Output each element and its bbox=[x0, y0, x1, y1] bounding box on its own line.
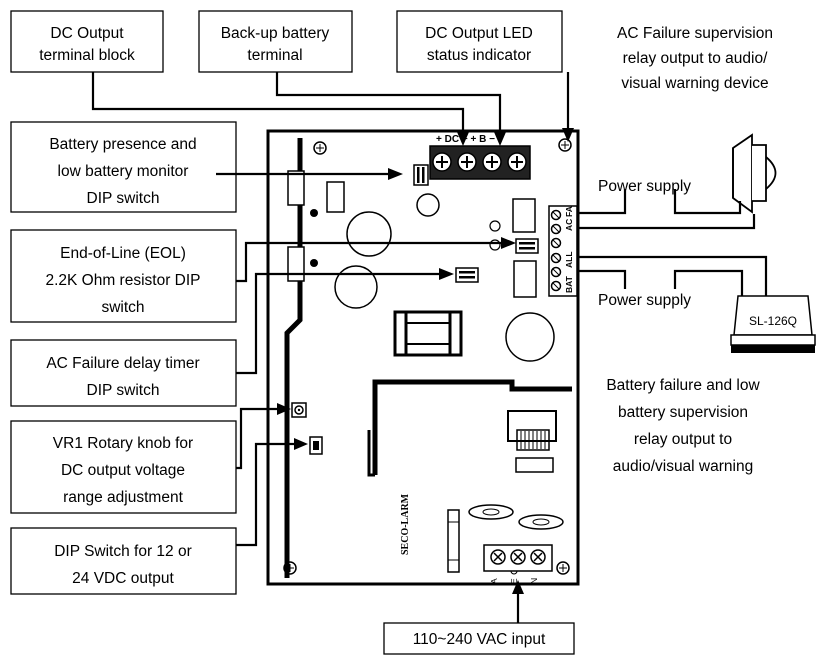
callout-text: DIP Switch for 12 or bbox=[54, 543, 192, 560]
relay-block bbox=[287, 170, 305, 206]
callout-text: visual warning device bbox=[621, 75, 768, 92]
relay-terminal-strip: AC FA BAT ALL bbox=[548, 205, 578, 297]
callout-text: range adjustment bbox=[63, 489, 183, 506]
heat-sink-trace bbox=[284, 138, 303, 578]
resistor-block bbox=[326, 181, 345, 213]
callout-text: Battery presence and bbox=[49, 136, 196, 153]
callout-text: status indicator bbox=[427, 47, 531, 64]
relay-ac bbox=[512, 198, 536, 233]
relay-label-fa: FA bbox=[564, 206, 574, 217]
brand-label: SECO-LARM bbox=[400, 493, 411, 555]
callout-text: terminal block bbox=[39, 47, 135, 64]
mounting-hole bbox=[556, 561, 570, 575]
arrowheads bbox=[277, 128, 574, 594]
ac-terminal-label-n: N bbox=[529, 578, 539, 584]
relay-block bbox=[287, 246, 305, 282]
callout-text: low battery monitor bbox=[58, 163, 189, 180]
eol-dip-switch bbox=[515, 238, 539, 254]
callout-text: terminal bbox=[247, 47, 302, 64]
capacitor bbox=[346, 211, 392, 257]
relay-label-all: ALL bbox=[564, 251, 574, 268]
callout-text: DIP switch bbox=[87, 382, 160, 399]
callout-text: End-of-Line (EOL) bbox=[60, 245, 186, 262]
callout-battery-monitor-dip: Battery presence and low battery monitor… bbox=[10, 121, 237, 213]
callout-text: audio/visual warning bbox=[613, 458, 753, 475]
callout-ac-input: 110~240 VAC input bbox=[383, 622, 575, 655]
callout-dc-led-indicator: DC Output LED status indicator bbox=[396, 10, 563, 73]
power-supply-label-top: Power supply bbox=[598, 178, 691, 195]
relay-label-bat: BAT bbox=[564, 275, 574, 293]
voltage-select-dip-switch bbox=[309, 436, 323, 455]
callout-ac-failure-relay: AC Failure supervision relay output to a… bbox=[617, 25, 773, 92]
callout-text: relay output to audio/ bbox=[623, 50, 768, 67]
battery-monitor-dip-switch bbox=[413, 164, 429, 186]
callout-eol-dip: End-of-Line (EOL) 2.2K Ohm resistor DIP … bbox=[10, 229, 237, 323]
callout-text: DC output voltage bbox=[61, 462, 185, 479]
callout-text: battery supervision bbox=[618, 404, 748, 421]
callout-text: DC Output LED bbox=[425, 25, 533, 42]
callout-text: 2.2K Ohm resistor DIP bbox=[45, 272, 200, 289]
capacitor bbox=[416, 193, 440, 217]
callout-text: AC Failure supervision bbox=[617, 25, 773, 42]
pcb-board: SECO-LARM bbox=[266, 129, 580, 586]
callout-battery-failure-relay: Battery failure and low battery supervis… bbox=[606, 377, 760, 475]
callout-text: relay output to bbox=[634, 431, 732, 448]
strobe-siren-device bbox=[732, 133, 777, 214]
callout-text: switch bbox=[101, 299, 144, 316]
callout-text: Battery failure and low bbox=[606, 377, 760, 394]
callout-dc-output-terminal: DC Output terminal block bbox=[10, 10, 164, 73]
ac-terminal-label-e: E bbox=[509, 578, 519, 584]
transformer bbox=[393, 310, 463, 357]
siren-model-label: SL-126Q bbox=[749, 314, 797, 328]
callout-text: Back-up battery bbox=[221, 25, 330, 42]
sl-126q-siren: SL-126Q bbox=[730, 295, 816, 353]
relay-label-ac: AC bbox=[564, 219, 574, 231]
power-supply-label-bottom: Power supply bbox=[598, 292, 691, 309]
capacitor bbox=[505, 312, 555, 362]
callout-text: 24 VDC output bbox=[72, 570, 174, 587]
callout-vr1-knob: VR1 Rotary knob for DC output voltage ra… bbox=[10, 420, 237, 514]
callout-ac-delay-dip: AC Failure delay timer DIP switch bbox=[10, 339, 237, 407]
ac-delay-dip-switch bbox=[455, 267, 479, 283]
callout-text: AC Failure delay timer bbox=[46, 355, 199, 372]
dc-battery-terminal-block: + DC − + B − bbox=[429, 134, 531, 180]
callout-text: DIP switch bbox=[87, 190, 160, 207]
ac-input-terminal-block: A E N bbox=[483, 544, 553, 584]
ground-trace bbox=[372, 379, 572, 475]
callout-text: DC Output bbox=[50, 25, 124, 42]
capacitor bbox=[334, 265, 378, 309]
ac-terminal-label-a: A bbox=[489, 578, 499, 584]
callout-text: VR1 Rotary knob for bbox=[53, 435, 193, 452]
vr1-rotary-knob bbox=[291, 402, 307, 418]
mounting-hole bbox=[313, 141, 327, 155]
callout-text: 110~240 VAC input bbox=[413, 631, 546, 648]
leader-lines bbox=[91, 72, 768, 623]
mounting-hole bbox=[558, 138, 572, 152]
relay-bat bbox=[513, 260, 537, 298]
fuse bbox=[447, 509, 460, 573]
regulator-heatsink bbox=[507, 410, 557, 451]
callout-backup-battery-terminal: Back-up battery terminal bbox=[198, 10, 353, 73]
callout-voltage-dip: DIP Switch for 12 or 24 VDC output bbox=[10, 527, 237, 595]
